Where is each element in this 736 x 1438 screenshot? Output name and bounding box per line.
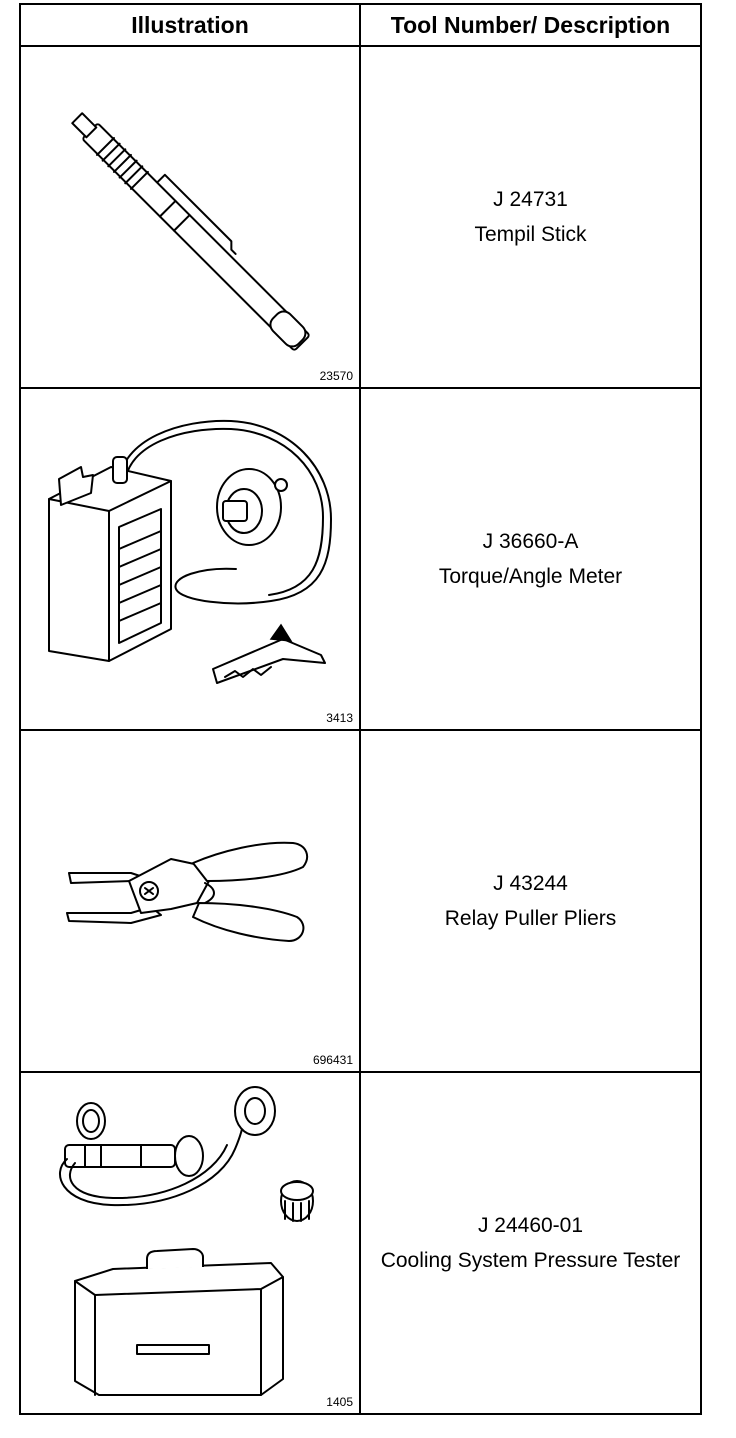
tool-name: Torque/Angle Meter [438, 565, 623, 588]
table-row: 696431 J 43244 Relay Puller Pliers [19, 729, 702, 1073]
tool-number: J 24731 [493, 188, 568, 211]
illustration-cell: 1405 [19, 1071, 361, 1415]
tempil-stick-illustration [71, 112, 310, 351]
torque-angle-meter-illustration [48, 419, 332, 684]
tool-description-cell: J 43244 Relay Puller Pliers [359, 729, 702, 1073]
relay-puller-pliers-illustration [66, 841, 309, 942]
figure-id: 696431 [312, 1053, 353, 1067]
table-row: 3413 J 36660-A Torque/Angle Meter [19, 387, 702, 731]
tool-description-cell: J 24731 Tempil Stick [359, 45, 702, 389]
tool-name: Relay Puller Pliers [444, 907, 617, 930]
pressure-tester-illustration [58, 1086, 314, 1396]
header-illustration: Illustration [19, 3, 361, 47]
table-row: 23570 J 24731 Tempil Stick [19, 45, 702, 389]
tool-number: J 36660-A [482, 530, 579, 553]
tool-name: Cooling System Pressure Tester [380, 1249, 681, 1272]
illustration-cell: 696431 [19, 729, 361, 1073]
tool-number: J 24460-01 [477, 1214, 584, 1237]
figure-id: 1405 [326, 1395, 353, 1409]
special-tools-table: Illustration Tool Number/ Description 23 [19, 3, 702, 1415]
tool-description-cell: J 24460-01 Cooling System Pressure Teste… [359, 1071, 702, 1415]
tool-number: J 43244 [493, 872, 568, 895]
header-tool-description: Tool Number/ Description [359, 3, 702, 47]
illustration-cell: 3413 [19, 387, 361, 731]
tool-description-cell: J 36660-A Torque/Angle Meter [359, 387, 702, 731]
illustration-cell: 23570 [19, 45, 361, 389]
tool-name: Tempil Stick [474, 223, 587, 246]
figure-id: 3413 [326, 711, 353, 725]
table-header-row: Illustration Tool Number/ Description [19, 3, 702, 47]
figure-id: 23570 [319, 369, 353, 383]
table-row: 1405 J 24460-01 Cooling System Pressure … [19, 1071, 702, 1415]
